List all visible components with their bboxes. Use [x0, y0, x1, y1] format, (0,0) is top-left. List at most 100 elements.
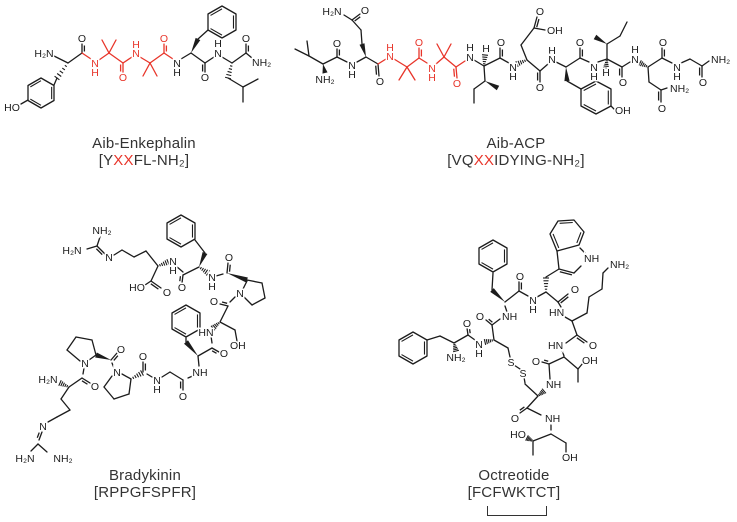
svg-text:NH: NH	[192, 367, 207, 379]
structure-name: Bradykinin	[108, 467, 182, 484]
svg-text:N: N	[91, 58, 99, 70]
structure-sequence: [VQXXIDYING-NH₂]	[411, 151, 621, 170]
svg-text:HN: HN	[198, 327, 213, 339]
svg-text:O: O	[497, 37, 505, 49]
svg-text:H: H	[529, 304, 537, 316]
svg-text:H₂N: H₂N	[15, 453, 34, 465]
svg-text:N: N	[39, 421, 47, 433]
svg-text:O: O	[699, 77, 707, 89]
svg-text:H: H	[153, 384, 161, 396]
svg-text:OH: OH	[547, 25, 563, 37]
svg-text:O: O	[463, 318, 471, 330]
svg-text:O: O	[659, 37, 667, 49]
svg-text:NH: NH	[502, 311, 517, 323]
svg-text:O: O	[91, 381, 99, 393]
svg-text:H₂N: H₂N	[62, 245, 81, 257]
svg-text:N: N	[214, 48, 222, 60]
structure-name: Octreotide	[478, 467, 550, 484]
svg-text:H: H	[602, 67, 610, 79]
caption-octreotide: Octreotide [FCFWKTCT]	[409, 467, 619, 502]
svg-text:N: N	[673, 62, 681, 74]
sequence-prefix: [RPPGFSPFR]	[93, 483, 197, 501]
svg-text:O: O	[576, 37, 584, 49]
svg-text:O: O	[78, 33, 86, 45]
svg-text:NH₂: NH₂	[53, 453, 72, 465]
svg-text:O: O	[516, 271, 524, 283]
svg-text:H: H	[509, 71, 517, 83]
svg-text:H: H	[214, 38, 222, 50]
svg-text:O: O	[225, 252, 233, 264]
svg-text:N: N	[631, 54, 639, 66]
svg-text:HO: HO	[4, 102, 20, 114]
svg-text:H: H	[132, 39, 140, 51]
svg-text:O: O	[619, 77, 627, 89]
svg-text:HN: HN	[549, 307, 564, 319]
svg-text:H₂N: H₂N	[322, 6, 341, 18]
svg-text:O: O	[220, 348, 228, 360]
structure-name: Aib-Enkephalin	[92, 135, 196, 152]
svg-text:H: H	[548, 45, 556, 57]
svg-text:N: N	[113, 367, 121, 379]
svg-text:H: H	[466, 42, 474, 54]
svg-text:N: N	[208, 272, 216, 284]
svg-text:O: O	[532, 356, 540, 368]
svg-text:O: O	[536, 82, 544, 94]
svg-text:NH₂: NH₂	[670, 83, 689, 95]
sequence-suffix: FL-NH₂]	[133, 151, 190, 169]
svg-text:NH₂: NH₂	[252, 57, 271, 69]
svg-text:O: O	[571, 284, 579, 296]
structure-sequence: [FCFWKTCT]	[409, 484, 619, 502]
disulfide-bracket	[487, 506, 547, 516]
caption-aib-acp: Aib-ACP [VQXXIDYING-NH₂]	[411, 135, 621, 170]
svg-text:N: N	[348, 60, 356, 72]
svg-text:HO: HO	[129, 282, 145, 294]
svg-text:N: N	[475, 339, 483, 351]
svg-text:N: N	[132, 48, 140, 60]
sequence-prefix: [Y	[98, 151, 114, 169]
structure-sequence: [RPPGFSPFR]	[40, 483, 250, 502]
svg-text:NH₂: NH₂	[315, 74, 334, 86]
structure-sequence: [YXXFL-NH₂]	[39, 151, 249, 170]
svg-text:O: O	[361, 5, 369, 17]
svg-text:H₂N: H₂N	[38, 374, 57, 386]
svg-text:HO: HO	[510, 429, 526, 441]
svg-text:N: N	[81, 358, 89, 370]
svg-text:NH: NH	[584, 253, 599, 265]
sequence-prefix: [VQ	[447, 151, 474, 169]
svg-text:N: N	[548, 54, 556, 66]
svg-text:NH₂: NH₂	[610, 259, 629, 271]
svg-text:O: O	[201, 72, 209, 84]
svg-text:O: O	[119, 72, 127, 84]
svg-text:N: N	[105, 252, 113, 264]
sequence-highlight: XX	[473, 151, 495, 169]
svg-text:H: H	[169, 265, 177, 277]
svg-text:OH: OH	[562, 452, 578, 464]
svg-text:O: O	[511, 413, 519, 425]
svg-text:OH: OH	[615, 105, 631, 117]
caption-bradykinin: Bradykinin [RPPGFSPFR]	[40, 467, 250, 502]
svg-text:N: N	[590, 62, 598, 74]
svg-text:NH: NH	[546, 379, 561, 391]
svg-text:H: H	[482, 43, 490, 55]
svg-text:N: N	[386, 51, 394, 63]
svg-text:H: H	[173, 67, 181, 79]
svg-text:O: O	[210, 296, 218, 308]
svg-text:N: N	[529, 295, 537, 307]
sequence-highlight: XX	[113, 151, 134, 169]
svg-text:O: O	[415, 37, 423, 49]
svg-text:O: O	[589, 340, 597, 352]
svg-text:HN: HN	[548, 340, 563, 352]
svg-text:N: N	[428, 63, 436, 75]
svg-text:H: H	[475, 348, 483, 360]
svg-text:NH₂: NH₂	[711, 54, 730, 66]
svg-text:N: N	[466, 52, 474, 64]
svg-text:N: N	[153, 375, 161, 387]
svg-text:O: O	[117, 344, 125, 356]
svg-text:O: O	[242, 33, 250, 45]
svg-text:O: O	[476, 311, 484, 323]
svg-text:O: O	[178, 282, 186, 294]
